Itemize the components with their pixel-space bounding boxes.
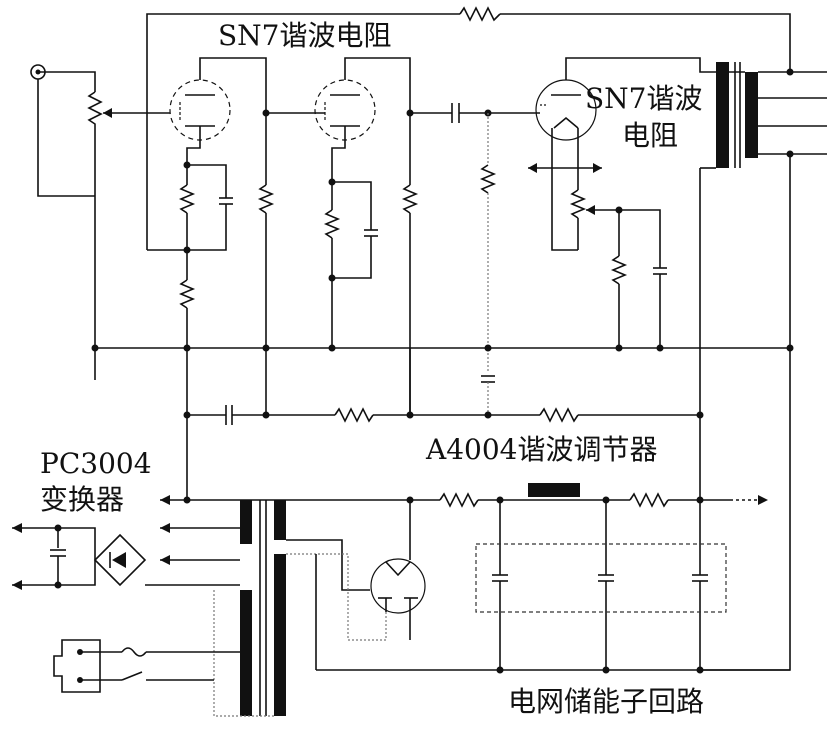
tube-v1 bbox=[169, 57, 267, 165]
power-bus bbox=[160, 415, 768, 508]
feedback-loop bbox=[146, 6, 791, 250]
ground-bus bbox=[91, 344, 794, 352]
grid-leak-path bbox=[479, 113, 497, 419]
v1-cathode-network bbox=[147, 161, 233, 348]
grid-storage-box bbox=[475, 543, 727, 613]
label-pc3004-line2: 变换器 bbox=[40, 483, 125, 516]
label-a4004: A4004谐波调节器 bbox=[426, 433, 658, 466]
v1-plate-resistor bbox=[257, 109, 305, 348]
label-sn7-right-line1: SN7谐波 bbox=[585, 82, 703, 115]
bplus-distribution bbox=[183, 348, 704, 500]
v2-plate-network bbox=[401, 103, 540, 415]
tube-v3 bbox=[528, 57, 745, 251]
v3-bias-network bbox=[569, 168, 667, 352]
input-section bbox=[30, 64, 170, 380]
filter-capacitors bbox=[316, 500, 790, 674]
harmonic-regulator-choke bbox=[528, 483, 580, 497]
output-transformer bbox=[699, 62, 827, 671]
bridge-rectifier bbox=[12, 523, 147, 590]
volume-pot bbox=[87, 91, 103, 196]
rectifier-tube bbox=[370, 558, 426, 614]
mains-input bbox=[53, 639, 240, 693]
power-transformer bbox=[145, 500, 411, 717]
feedback-resistor bbox=[459, 6, 501, 22]
label-grid-storage: 电网储能子回路 bbox=[508, 685, 705, 718]
label-sn7-right-line2: 电阻 bbox=[622, 119, 679, 152]
label-pc3004-line1: PC3004 bbox=[40, 447, 152, 480]
label-sn7-top: SN7谐波电阻 bbox=[218, 19, 392, 52]
v2-cathode-network bbox=[323, 178, 378, 348]
tube-v2 bbox=[305, 57, 411, 182]
